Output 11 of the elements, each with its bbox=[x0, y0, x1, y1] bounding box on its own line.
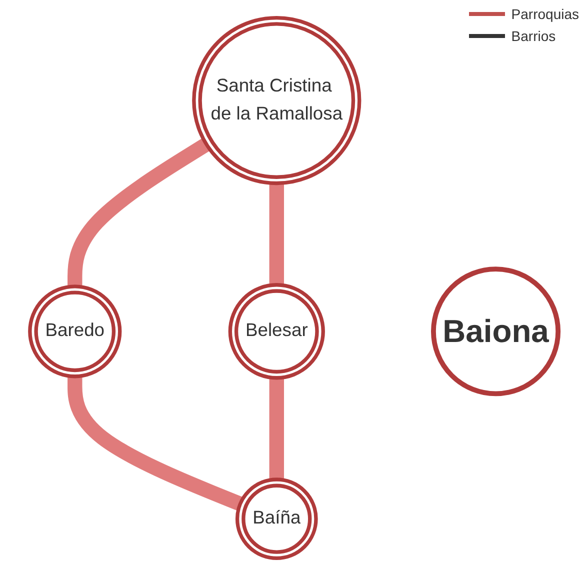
node-circle: Santa Cristina de la Ramallosa bbox=[192, 16, 361, 186]
node-circle: Baíña bbox=[234, 478, 318, 560]
node-circle: Baiona bbox=[430, 266, 560, 396]
node-circle: Belesar bbox=[228, 283, 324, 380]
connector bbox=[67, 376, 242, 511]
connector bbox=[268, 378, 284, 480]
connector bbox=[268, 183, 284, 285]
node-circle: Baredo bbox=[28, 284, 122, 378]
legend-text: Barrios bbox=[511, 28, 556, 44]
legend-text: Parroquias bbox=[511, 6, 579, 22]
connector bbox=[67, 138, 210, 286]
